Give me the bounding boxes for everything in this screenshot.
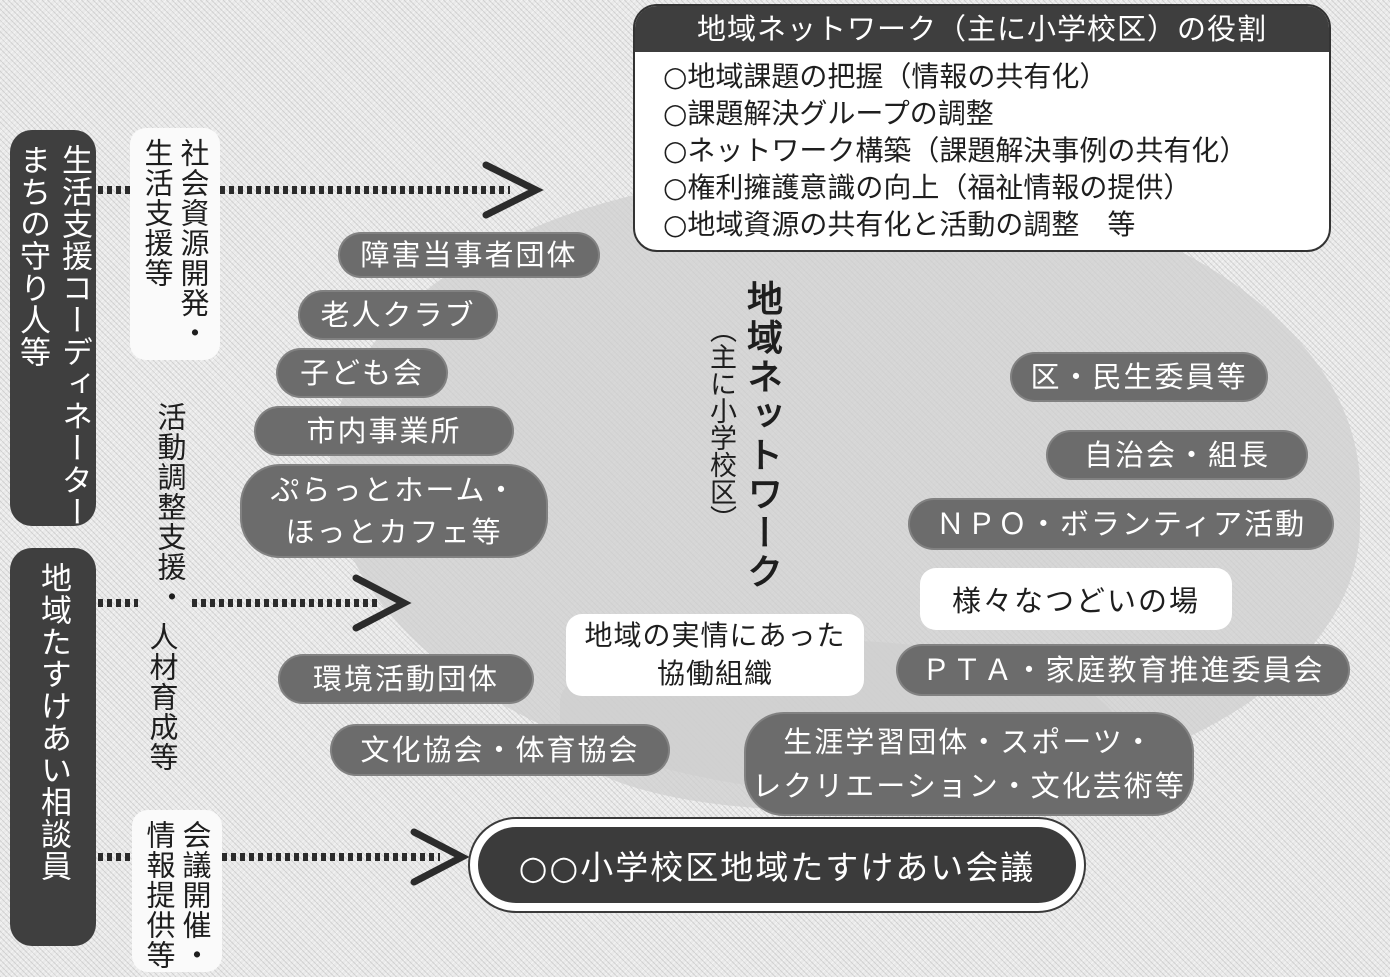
action-resource-development: 社会資源開発・ 生活支援等 [130,128,220,360]
collab-line-2: 協働組織 [656,657,773,690]
group-cafe-line-2: ほっとカフェ等 [285,515,503,549]
role-item: ○地域資源の共有化と活動の調整 等 [663,208,1136,241]
action-3-line-2: 情報提供等 [142,820,176,970]
role-item: ○ネットワーク構築（課題解決事例の共有化） [663,134,1248,167]
group-cafe: ぷらっとホーム・ ほっとカフェ等 [240,464,548,558]
network-subtitle: （主に小学校区） [705,316,736,532]
gathering-places-label: 様々なつどいの場 [920,568,1232,630]
action-meeting: 会議開催・ 情報提供等 [132,810,222,972]
group-senior-club: 老人クラブ [298,290,498,340]
school-district-meeting: ○○小学校区地域たすけあい会議 [468,817,1086,913]
group-welfare-commissioners: 区・民生委員等 [1010,352,1268,402]
group-lifelong-learning-line-2: レクリエーション・文化芸術等 [752,769,1186,803]
consultant-box: 地域たすけあい相談員 [10,548,96,946]
role-item: ○地域課題の把握（情報の共有化） [663,60,1108,93]
role-item: ○権利擁護意識の向上（福祉情報の提供） [663,171,1192,204]
group-pta: ＰＴＡ・家庭教育推進委員会 [896,644,1350,696]
group-businesses: 市内事業所 [254,406,514,456]
coordinator-label: 生活支援コーディネーター [56,144,92,528]
arrowhead-1 [482,161,544,219]
action-activity-support: 活動調整支援・ [138,392,192,782]
group-environment: 環境活動団体 [278,654,534,704]
meeting-label: ○○小学校区地域たすけあい会議 [478,827,1076,903]
role-item: ○課題解決グループの調整 [663,97,994,130]
action-2-line-1: 活動調整支援・ [153,402,187,612]
group-culture-sports: 文化協会・体育協会 [330,724,670,776]
network-roles-box: 地域ネットワーク（主に小学校区）の役割 ○地域課題の把握（情報の共有化） ○課題… [633,4,1331,252]
roles-list: ○地域課題の把握（情報の共有化） ○課題解決グループの調整 ○ネットワーク構築（… [635,52,1329,243]
roles-title: 地域ネットワーク（主に小学校区）の役割 [635,6,1329,52]
collaboration-label: 地域の実情にあった 協働組織 [566,614,864,696]
network-title-block: 地域ネットワーク （主に小学校区） [686,280,782,592]
group-lifelong-learning: 生涯学習団体・スポーツ・ レクリエーション・文化芸術等 [744,712,1194,816]
action-1-line-1: 社会資源開発・ [176,138,210,348]
guardian-label: まちの守り人等 [14,144,50,368]
group-lifelong-learning-line-1: 生涯学習団体・スポーツ・ [783,725,1155,759]
consultant-label: 地域たすけあい相談員 [35,562,71,882]
group-cafe-line-1: ぷらっとホーム・ [270,473,518,507]
gathering-text: 様々なつどいの場 [951,584,1200,618]
collab-line-1: 地域の実情にあった [584,619,846,652]
action-2-line-2: 人材育成等 [145,622,179,772]
action-3-line-1: 会議開催・ [178,820,212,970]
group-npo-volunteer: ＮＰＯ・ボランティア活動 [908,498,1334,550]
group-kids: 子ども会 [276,348,448,398]
action-1-line-2: 生活支援等 [140,138,174,288]
group-disability: 障害当事者団体 [338,232,600,278]
coordinator-box: 生活支援コーディネーター まちの守り人等 [10,130,96,528]
arrowhead-2 [352,574,412,632]
network-title: 地域ネットワーク [741,280,782,592]
group-neighborhood-association: 自治会・組長 [1046,430,1308,480]
arrowhead-3 [410,828,470,886]
